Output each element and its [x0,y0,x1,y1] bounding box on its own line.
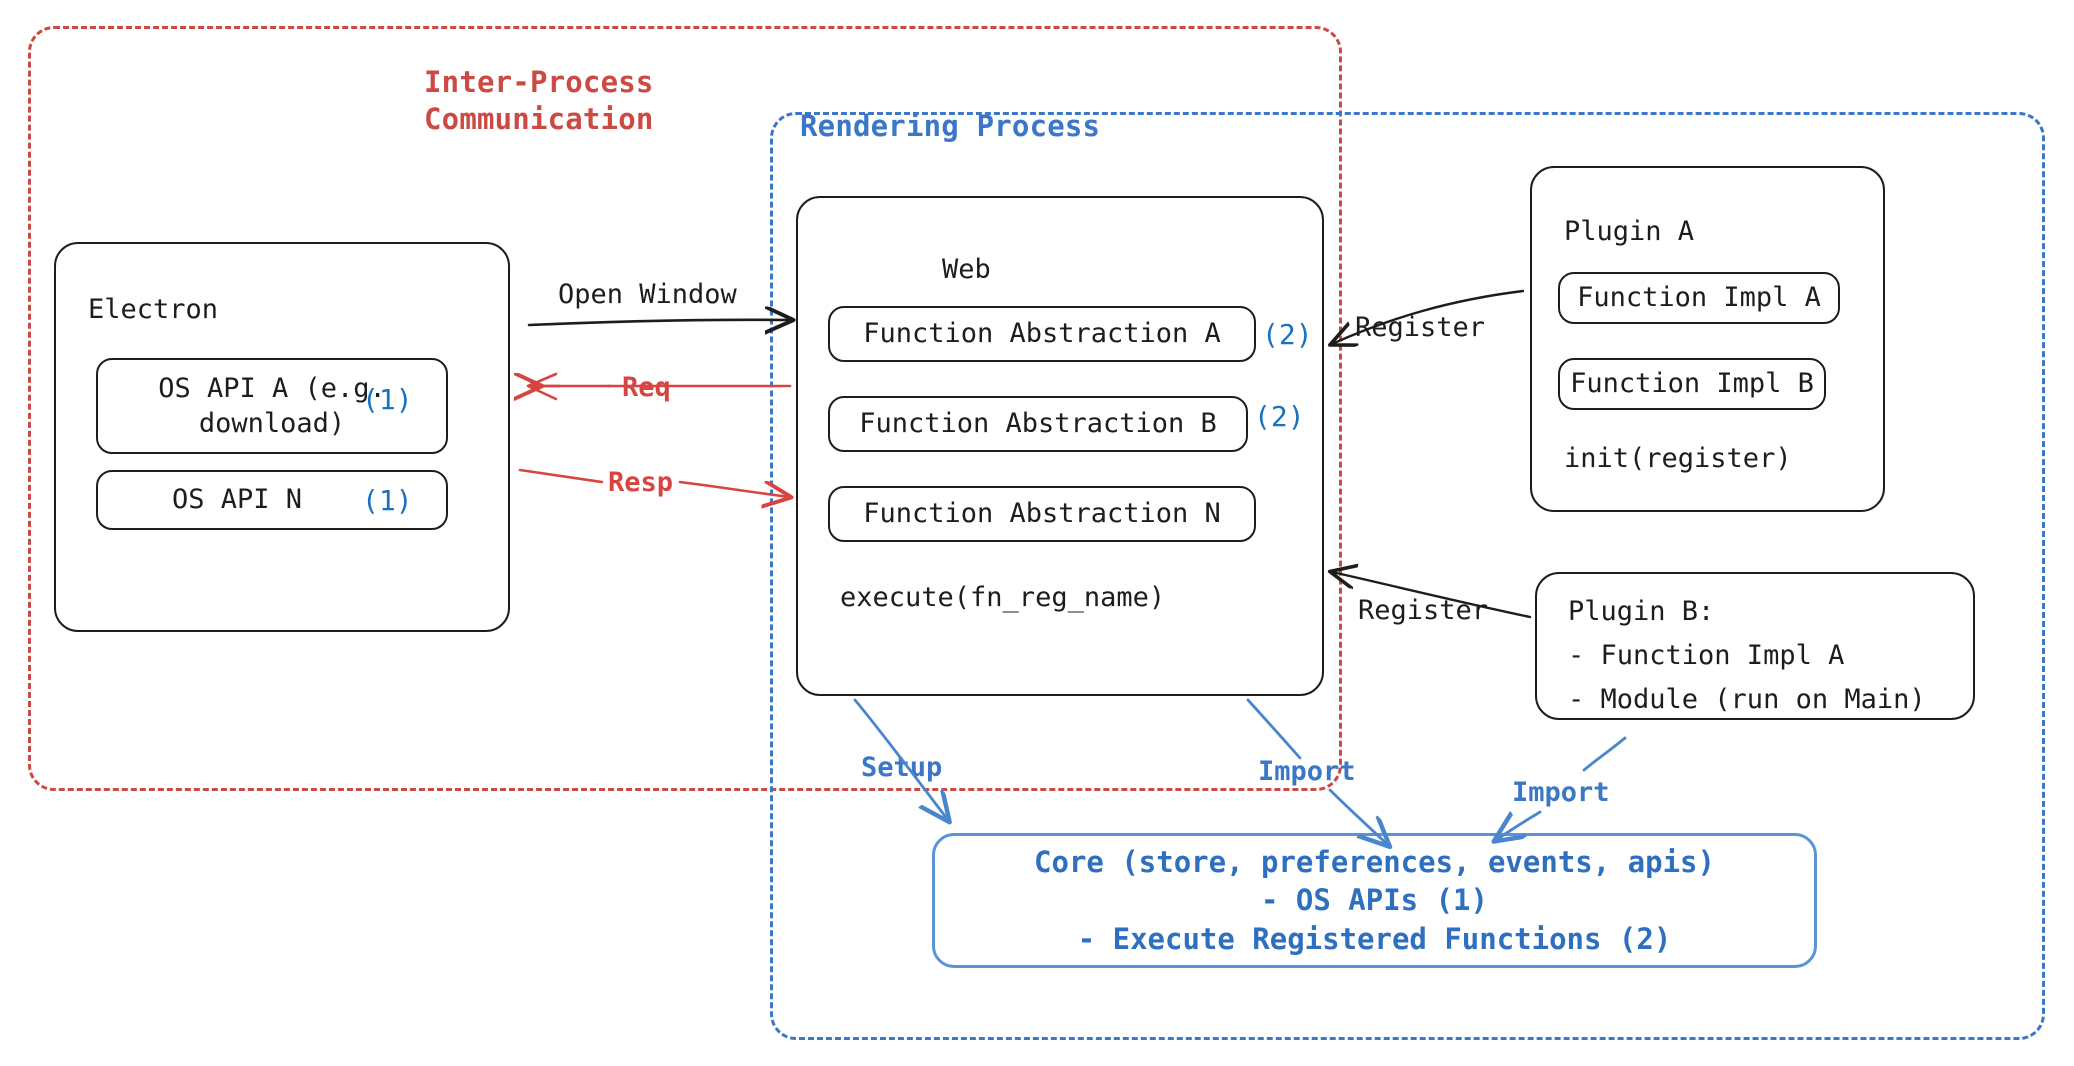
function-abstraction-a-label: Function Abstraction A [863,318,1221,350]
function-abstraction-b-tag: (2) [1254,400,1305,433]
function-abstraction-b-label: Function Abstraction B [859,408,1217,440]
electron-title: Electron [88,294,219,325]
rendering-group-label: Rendering Process [800,109,1101,143]
req-label: Req [622,372,671,403]
os-api-a-box[interactable]: OS API A (e.g. download) [96,358,448,454]
os-api-a-label: OS API A (e.g. download) [158,372,386,439]
function-abstraction-a-box[interactable]: Function Abstraction A [828,306,1256,362]
import-web-label: Import [1258,756,1356,787]
plugin-a-impl-a-box[interactable]: Function Impl A [1558,272,1840,324]
core-box[interactable]: Core (store, preferences, events, apis) … [932,833,1817,968]
open-window-label: Open Window [558,279,737,310]
plugin-a-impl-b-label: Function Impl B [1570,368,1814,400]
plugin-b-line-1: - Function Impl A [1568,640,1845,671]
os-api-n-box[interactable]: OS API N [96,470,448,530]
function-abstraction-b-box[interactable]: Function Abstraction B [828,396,1248,452]
plugin-a-box[interactable] [1530,166,1885,512]
register-plugin-a-label: Register [1355,312,1486,343]
plugin-b-box[interactable] [1535,572,1975,720]
web-execute-label: execute(fn_reg_name) [840,582,1166,613]
function-abstraction-a-tag: (2) [1262,318,1313,351]
ipc-label-line2: Communication [424,102,654,137]
plugin-a-impl-b-box[interactable]: Function Impl B [1558,358,1826,410]
function-abstraction-n-label: Function Abstraction N [863,498,1221,530]
web-title: Web [942,254,991,285]
plugin-a-init-label: init(register) [1564,443,1792,474]
plugin-b-line-2: - Module (run on Main) [1568,684,1926,715]
resp-label: Resp [608,467,674,498]
import-plugin-b-label: Import [1512,777,1610,808]
core-line-3: - Execute Registered Functions (2) [1077,921,1672,956]
os-api-n-tag: (1) [362,484,413,517]
function-abstraction-n-box[interactable]: Function Abstraction N [828,486,1256,542]
os-api-n-label: OS API N [171,484,303,516]
ipc-label-line1: Inter-Process [424,65,654,99]
register-plugin-b-label: Register [1358,595,1489,626]
plugin-a-impl-a-label: Function Impl A [1577,282,1821,314]
core-line-2: - OS APIs (1) [1261,883,1488,918]
plugin-b-title: Plugin B: [1568,596,1715,627]
core-line-1: Core (store, preferences, events, apis) [1034,845,1715,880]
os-api-a-tag: (1) [362,383,413,416]
rendering-process-boundary [770,112,2045,1040]
setup-label: Setup [861,752,943,783]
plugin-a-title: Plugin A [1564,216,1695,247]
ipc-process-boundary [28,26,1342,791]
